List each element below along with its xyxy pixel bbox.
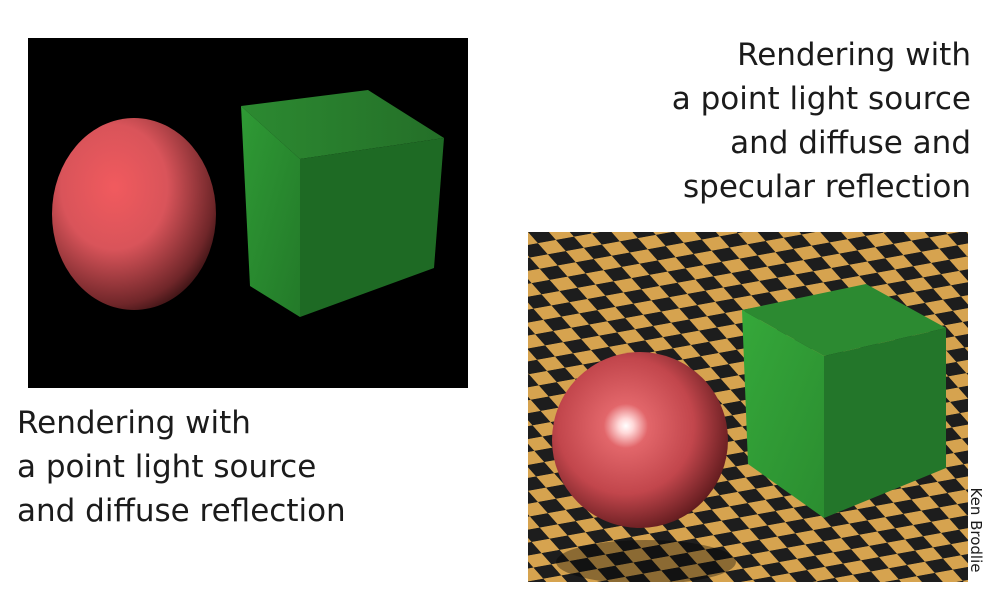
- diffuse-caption: Rendering with a point light source and …: [17, 401, 346, 533]
- cube-right-face: [824, 328, 946, 518]
- diffuse-caption-line: Rendering with: [17, 405, 251, 441]
- specular-caption-line: a point light source: [671, 81, 971, 117]
- image-credit: Ken Brodlie: [967, 487, 983, 573]
- red-sphere: [552, 352, 728, 528]
- cube-left-face: [241, 106, 300, 317]
- cube-left-face: [742, 310, 824, 518]
- red-sphere: [52, 118, 216, 310]
- diffuse-render-image: [28, 38, 468, 388]
- specular-render-graphic: [528, 232, 968, 582]
- diffuse-caption-line: a point light source: [17, 449, 317, 485]
- specular-render-image: [528, 232, 968, 582]
- specular-caption-line: and diffuse and: [730, 125, 971, 161]
- cube-top-face: [241, 90, 444, 159]
- diffuse-caption-line: and diffuse reflection: [17, 493, 346, 529]
- specular-caption-line: specular reflection: [683, 169, 971, 205]
- specular-caption-line: Rendering with: [737, 37, 971, 73]
- cube-right-face: [300, 138, 444, 317]
- cube-top-face: [742, 284, 946, 356]
- specular-caption: Rendering with a point light source and …: [672, 33, 971, 209]
- diffuse-render-graphic: [28, 38, 468, 388]
- sphere-shadow: [556, 540, 736, 582]
